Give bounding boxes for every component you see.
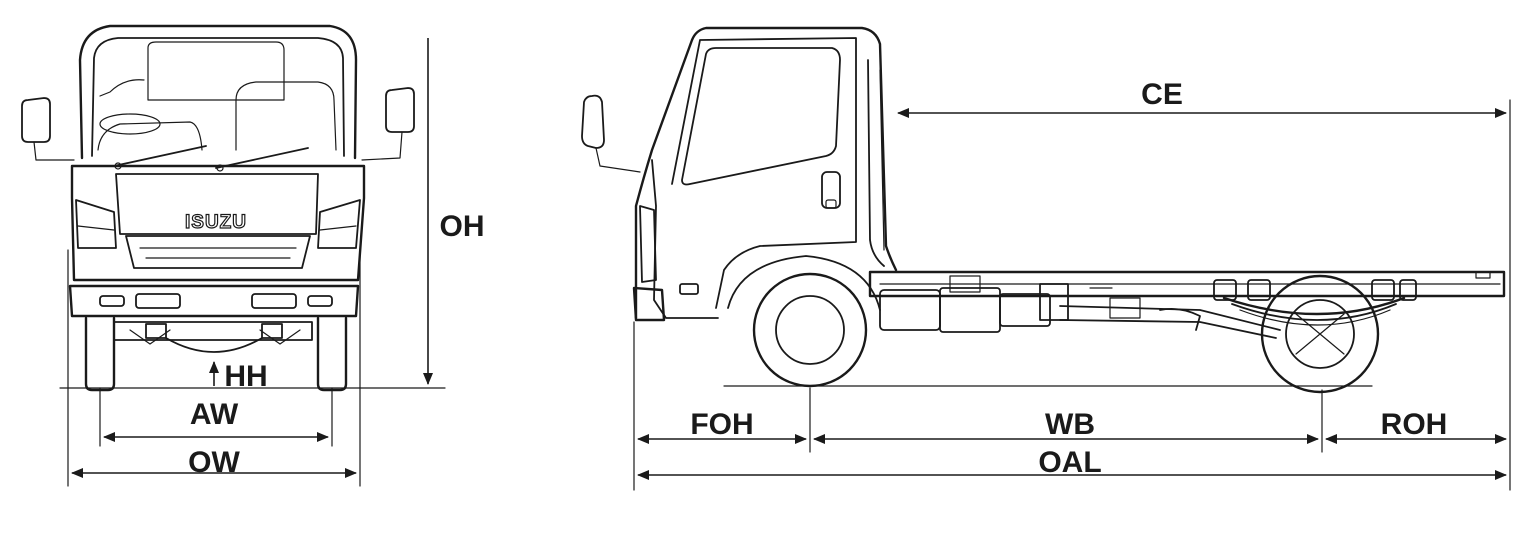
foh-label: FOH xyxy=(690,408,753,441)
side-view-drawing xyxy=(581,26,1506,394)
side-view-dimensions: CE FOH WB ROH OAL xyxy=(633,78,1511,491)
roh-label: ROH xyxy=(1381,408,1448,441)
brand-logo: ISUZU xyxy=(185,212,247,233)
oal-label: OAL xyxy=(1038,446,1101,479)
wb-label: WB xyxy=(1045,408,1095,441)
ow-label: OW xyxy=(188,446,240,479)
aw-label: AW xyxy=(190,398,239,431)
front-view-dimensions: OH HH AW OW xyxy=(71,38,485,479)
ce-label: CE xyxy=(1141,78,1183,111)
hh-label: HH xyxy=(224,360,267,393)
oh-label: OH xyxy=(440,210,485,243)
front-view-drawing: ISUZU xyxy=(21,24,446,487)
